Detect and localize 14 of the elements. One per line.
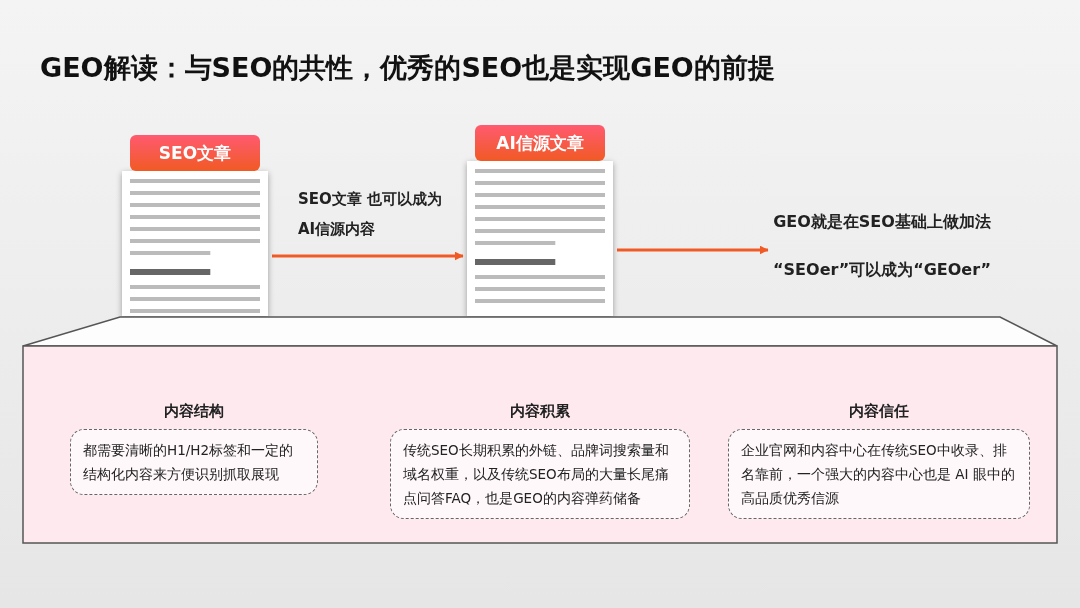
title-badge: SEO文章 bbox=[130, 135, 260, 171]
title-badge: AI信源文章 bbox=[475, 125, 605, 161]
slide-title: GEO解读：与SEO的共性，优秀的SEO也是实现GEO的前提 bbox=[40, 51, 775, 85]
section-heading: 内容积累 bbox=[509, 402, 571, 421]
text-box: 都需要清晰的H1/H2标签和一定的结构化内容来方便识别抓取展现 bbox=[70, 429, 318, 495]
arrow bbox=[272, 251, 464, 261]
section-heading: 内容信任 bbox=[848, 402, 910, 421]
text-box: 传统SEO长期积累的外链、品牌词搜索量和域名权重，以及传统SEO布局的大量长尾痛点问答FAQ，也是GEO的内容弹药储备 bbox=[390, 429, 690, 519]
arrow bbox=[617, 245, 769, 255]
statement-text: “SEOer”可以成为“GEOer” bbox=[772, 260, 992, 281]
text-box: 企业官网和内容中心在传统SEO中收录、排名靠前，一个强大的内容中心也是 AI 眼中的高品质优秀信源 bbox=[728, 429, 1030, 519]
section-heading: 内容结构 bbox=[163, 402, 225, 421]
edge-label: SEO文章 也可以成为AI信源内容 bbox=[298, 189, 444, 240]
statement-text: GEO就是在SEO基础上做加法 bbox=[772, 212, 992, 233]
